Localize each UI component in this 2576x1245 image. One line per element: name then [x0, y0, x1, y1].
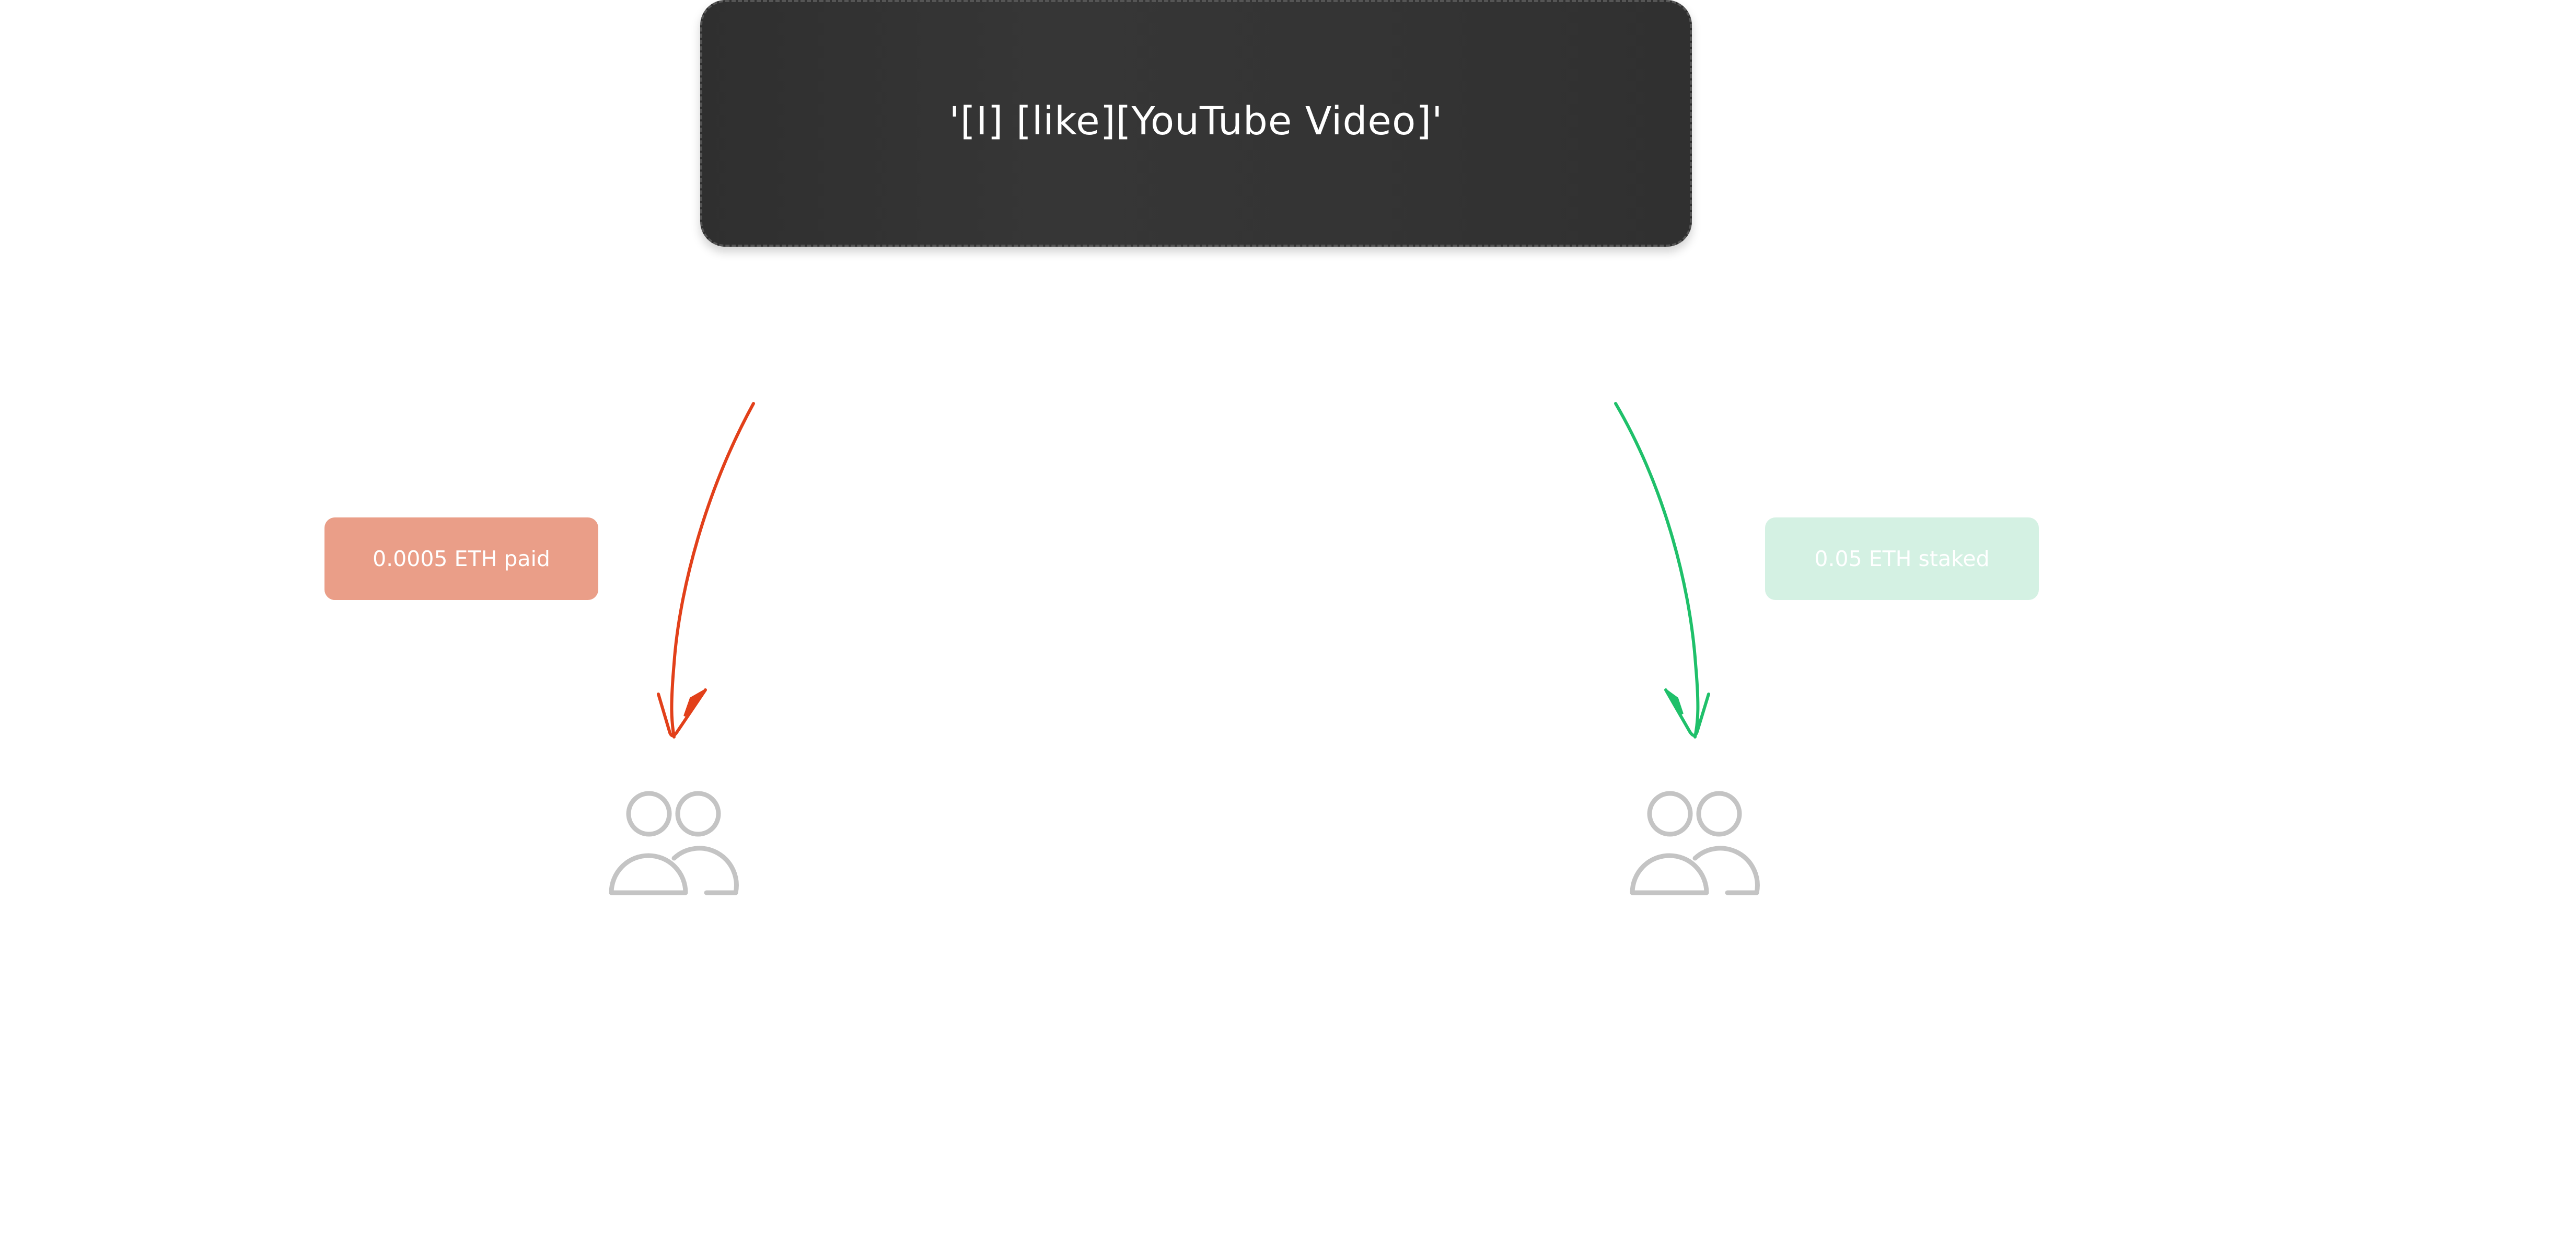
- statement-card: '[I] [like][YouTube Video]': [700, 0, 1692, 247]
- users-group-icon: [1630, 791, 1760, 895]
- paid-arrow: [657, 402, 755, 739]
- staked-amount-badge: 0.05 ETH staked: [1765, 517, 2039, 600]
- staked-arrow: [1614, 402, 1710, 739]
- users-group-icon: [609, 791, 739, 895]
- statement-text: '[I] [like][YouTube Video]': [949, 99, 1443, 144]
- paid-amount-badge: 0.0005 ETH paid: [324, 517, 598, 600]
